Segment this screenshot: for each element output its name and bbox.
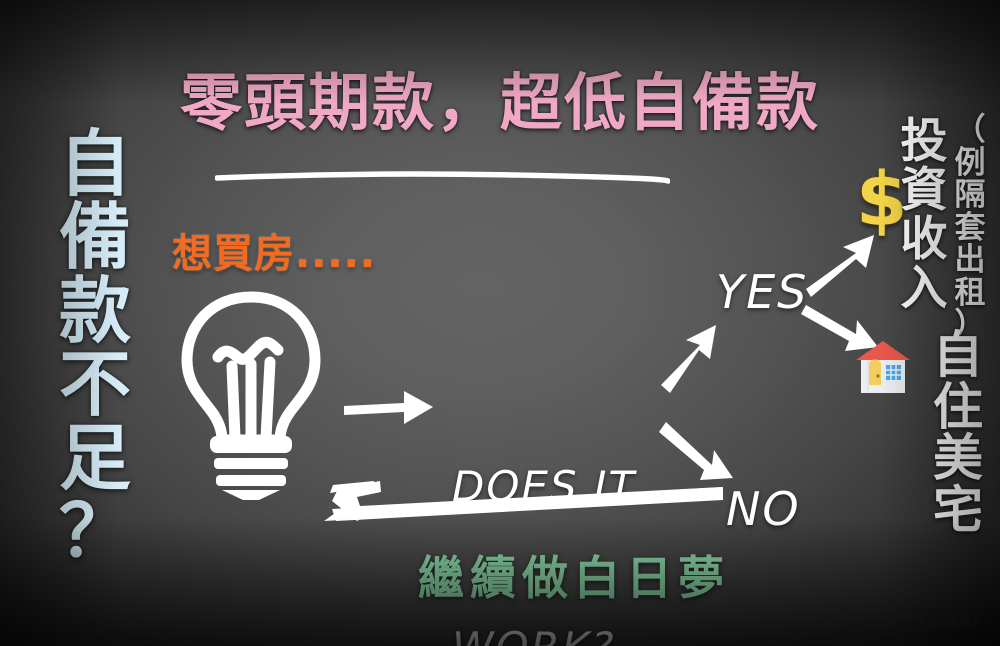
investment-note-char: 例: [954, 144, 986, 181]
investment-income-char: 入: [900, 260, 948, 316]
own-home-char: 美: [933, 429, 983, 487]
investment-note-char: 隔: [954, 177, 986, 214]
title-underline: [214, 170, 671, 186]
branch-label-yes: YES: [716, 265, 809, 319]
left-vertical-headline: 自 備 款 不 足 ？: [47, 122, 143, 574]
arrow-up-right-icon: [661, 325, 716, 393]
arrow-right-icon: [344, 391, 433, 424]
light-bulb-icon: [160, 288, 342, 504]
left-vertical-char: ？: [58, 489, 131, 574]
house-icon: [852, 338, 914, 402]
left-vertical-char: 自: [58, 122, 131, 206]
left-vertical-char: 備: [58, 195, 131, 280]
own-home-char: 自: [933, 326, 983, 384]
investment-income-char: 收: [900, 211, 948, 267]
investment-income-char: 投: [900, 114, 948, 169]
arrow-down-right-icon: [659, 422, 733, 480]
tasker-logo-icon: T: [893, 612, 912, 632]
investment-note-char: 套: [954, 209, 986, 246]
investment-income-char: 資: [900, 162, 948, 218]
decision-question-line2: WORK?: [452, 621, 636, 646]
left-vertical-char: 款: [58, 268, 131, 353]
left-vertical-char: 足: [58, 415, 131, 500]
own-home-char: 住: [933, 377, 983, 436]
tasker-watermark-label: Tasker: [917, 612, 982, 632]
page-title: 零頭期款，超低自備款: [179, 66, 820, 139]
own-home-char: 宅: [933, 480, 983, 539]
investment-note-char: 租: [954, 274, 986, 311]
investment-note-char: 出: [954, 242, 986, 279]
want-house-prompt: 想買房.....: [172, 231, 376, 277]
title-underline-stroke: [214, 171, 671, 184]
own-home-label: 自 住 美 宅: [930, 326, 986, 539]
decision-question-line1: DOES IT: [452, 461, 636, 511]
tasker-watermark: T Tasker: [893, 612, 982, 632]
left-vertical-char: 不: [58, 342, 131, 427]
investment-note: （ 例 隔 套 出 租 ）: [950, 114, 990, 342]
branch-label-no: NO: [726, 482, 801, 536]
investment-note-char: （: [954, 112, 986, 148]
investment-income-label: 投 資 收 入: [898, 114, 950, 316]
daydream-loop-text: 繼續做白日夢: [418, 551, 730, 605]
arrow-to-dollar-icon: [806, 235, 874, 297]
